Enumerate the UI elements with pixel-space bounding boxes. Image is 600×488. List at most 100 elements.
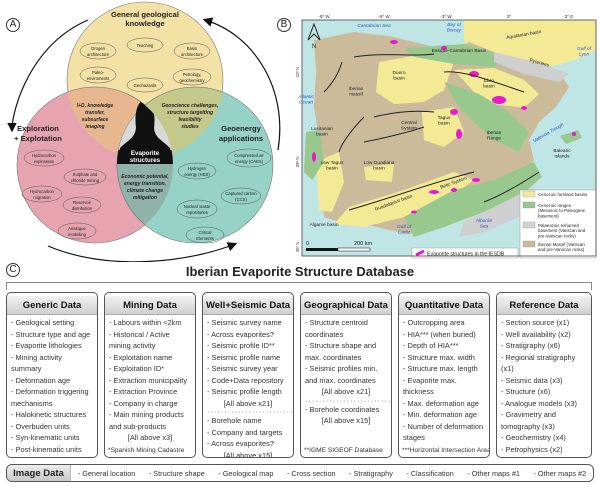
- bubble-general-5-line: geochemistry: [180, 78, 206, 83]
- overlap-text-top-left-line: I+D, knowledge: [77, 103, 114, 109]
- longitude-tick: -6º W: [378, 14, 390, 19]
- legend-label: Cenozoic foreland basins: [538, 192, 588, 197]
- bubble-exploration-1-line: chloride mining: [71, 178, 100, 183]
- bubble-general-0-ellipse: [79, 42, 117, 60]
- legend-swatch: [522, 221, 536, 229]
- card-item: - Min. deformation age: [403, 410, 477, 419]
- cycle-arrow-bottom: [47, 242, 238, 262]
- title-exploration-line: + Explotation: [14, 134, 62, 143]
- image-data-item: - Stratigraphy: [349, 468, 393, 478]
- card-title: Generic Data: [7, 296, 97, 315]
- betic-system: [404, 162, 542, 237]
- bubble-geoenergy-0-ellipse: [226, 148, 272, 168]
- overlap-text-left-right-line: climate change: [127, 188, 163, 194]
- card-item: - Historical / Active mining activity: [109, 329, 170, 351]
- image-data-item: - Other maps #1: [467, 468, 520, 478]
- card-item: - Company in charge: [109, 398, 178, 408]
- region-label: Algarve basin: [309, 222, 338, 228]
- bubble-exploration-4-line: modelling: [68, 232, 87, 237]
- bubble-exploration-2-ellipse: [21, 185, 63, 203]
- image-data-title: Image Data: [7, 465, 71, 481]
- card-item: - Max. deformation age: [403, 398, 479, 408]
- latitude-tick: 42º N: [295, 67, 300, 77]
- card-item: - Exploitation ID*: [109, 364, 165, 373]
- panel-letter-a: A: [6, 18, 20, 32]
- card-footnote: *Spanish Mining Cadastre: [108, 447, 185, 454]
- overlap-text-top-right-line: studies: [181, 124, 199, 130]
- thrust-faults: [323, 53, 540, 211]
- bubble-exploration-2-line: Hydrocarbon: [30, 189, 55, 194]
- overlap-text-left-right: Economic potential,energy transition,cli…: [121, 174, 169, 201]
- bubble-geoenergy-2-line: Captured carbon: [225, 191, 257, 196]
- cycle-arrow-left: [7, 19, 89, 133]
- bubble-general-2-line: architecture: [181, 52, 204, 57]
- bubble-exploration-0-line: exploration: [34, 159, 55, 164]
- longitude-tick: 3º E: [565, 14, 573, 19]
- card-title: Reference Data: [497, 296, 591, 315]
- image-data-item: - Classification: [406, 468, 454, 478]
- title-general-knowledge-line: knowledge: [125, 19, 164, 28]
- bubble-exploration-3-line: Reservoir: [73, 200, 92, 205]
- card-item: - Gravimetry and tomography (x3): [501, 410, 557, 431]
- legend-swatch: [522, 240, 536, 248]
- evaporite-structure: [472, 178, 480, 182]
- bubble-exploration-0-line: Hydrocarbon: [32, 153, 57, 158]
- card-item: - Structure max. length: [403, 364, 478, 373]
- bubble-geoenergy-1-line: energy (HES): [184, 172, 210, 177]
- card-mining-data: Mining Data - Labours within <2km- Histo…: [104, 292, 196, 458]
- map-frame: [301, 19, 597, 257]
- overlap-text-left-right-line: energy transition,: [124, 181, 166, 187]
- title-exploration: Exploration+ Explotation: [14, 124, 62, 143]
- legend-swatch: [522, 201, 536, 209]
- card-item: - Post-kinematic units: [11, 444, 82, 454]
- image-data-item: - Geological map: [218, 468, 274, 478]
- card-item: - Well availability (x2): [501, 329, 571, 339]
- card-footnote: ***Horizontal Intersection Area: [402, 447, 490, 454]
- evaporite-structure: [429, 190, 439, 194]
- bubble-geoenergy-0-line: Compressed air: [234, 153, 264, 158]
- card-item: - Stratigraphy (x6): [501, 341, 561, 350]
- latitude-tick: 36º N: [295, 242, 300, 252]
- card-item: - Seismic profile name: [207, 352, 281, 362]
- card-divider: ·························: [207, 407, 294, 416]
- region-label: Pyrenees: [529, 58, 551, 69]
- evaporite-legend: Evaporite structures in the IESDB: [411, 247, 519, 259]
- aquitanian-basin: [464, 20, 596, 67]
- bubble-exploration-3-line: distribution: [72, 206, 93, 211]
- bubble-general-3-ellipse: [79, 66, 117, 84]
- evaporite-structure: [312, 152, 316, 162]
- bubble-general-5-ellipse: [172, 68, 212, 86]
- card-item: - Structure shape and max. coordinates: [305, 341, 377, 362]
- bubble-exploration-0-ellipse: [23, 149, 65, 167]
- guadalquivir-basin: [334, 172, 474, 227]
- bubble-geoenergy-3-ellipse: [176, 199, 218, 219]
- card-item: - Main mining products and sub-products: [109, 410, 184, 431]
- card-item: - Seismic survey name: [207, 318, 282, 327]
- card-item: - Extraction Province: [109, 387, 178, 396]
- region-label: Basque-Cantabrian Basin: [432, 48, 487, 54]
- evaporite-legend-label: Evaporite structures in the IESDB: [427, 252, 505, 258]
- overlap-text-top-left-line: subsurface: [82, 117, 109, 123]
- bubble-general-3-line: Paleo-: [92, 70, 105, 75]
- evaporite-structure: [451, 188, 457, 192]
- bubble-geoenergy-1-ellipse: [177, 162, 217, 180]
- bubble-geoenergy-3-line: Nuclear waste: [184, 204, 211, 209]
- card-item: - Borehole coordinates: [305, 404, 380, 414]
- card-item: - Seismic/well summary: [11, 455, 93, 457]
- database-bracket: [6, 282, 592, 290]
- tagus-basin: [422, 107, 464, 147]
- bubble-geoenergy-4-ellipse: [185, 226, 225, 244]
- evaporite-structure: [492, 96, 506, 104]
